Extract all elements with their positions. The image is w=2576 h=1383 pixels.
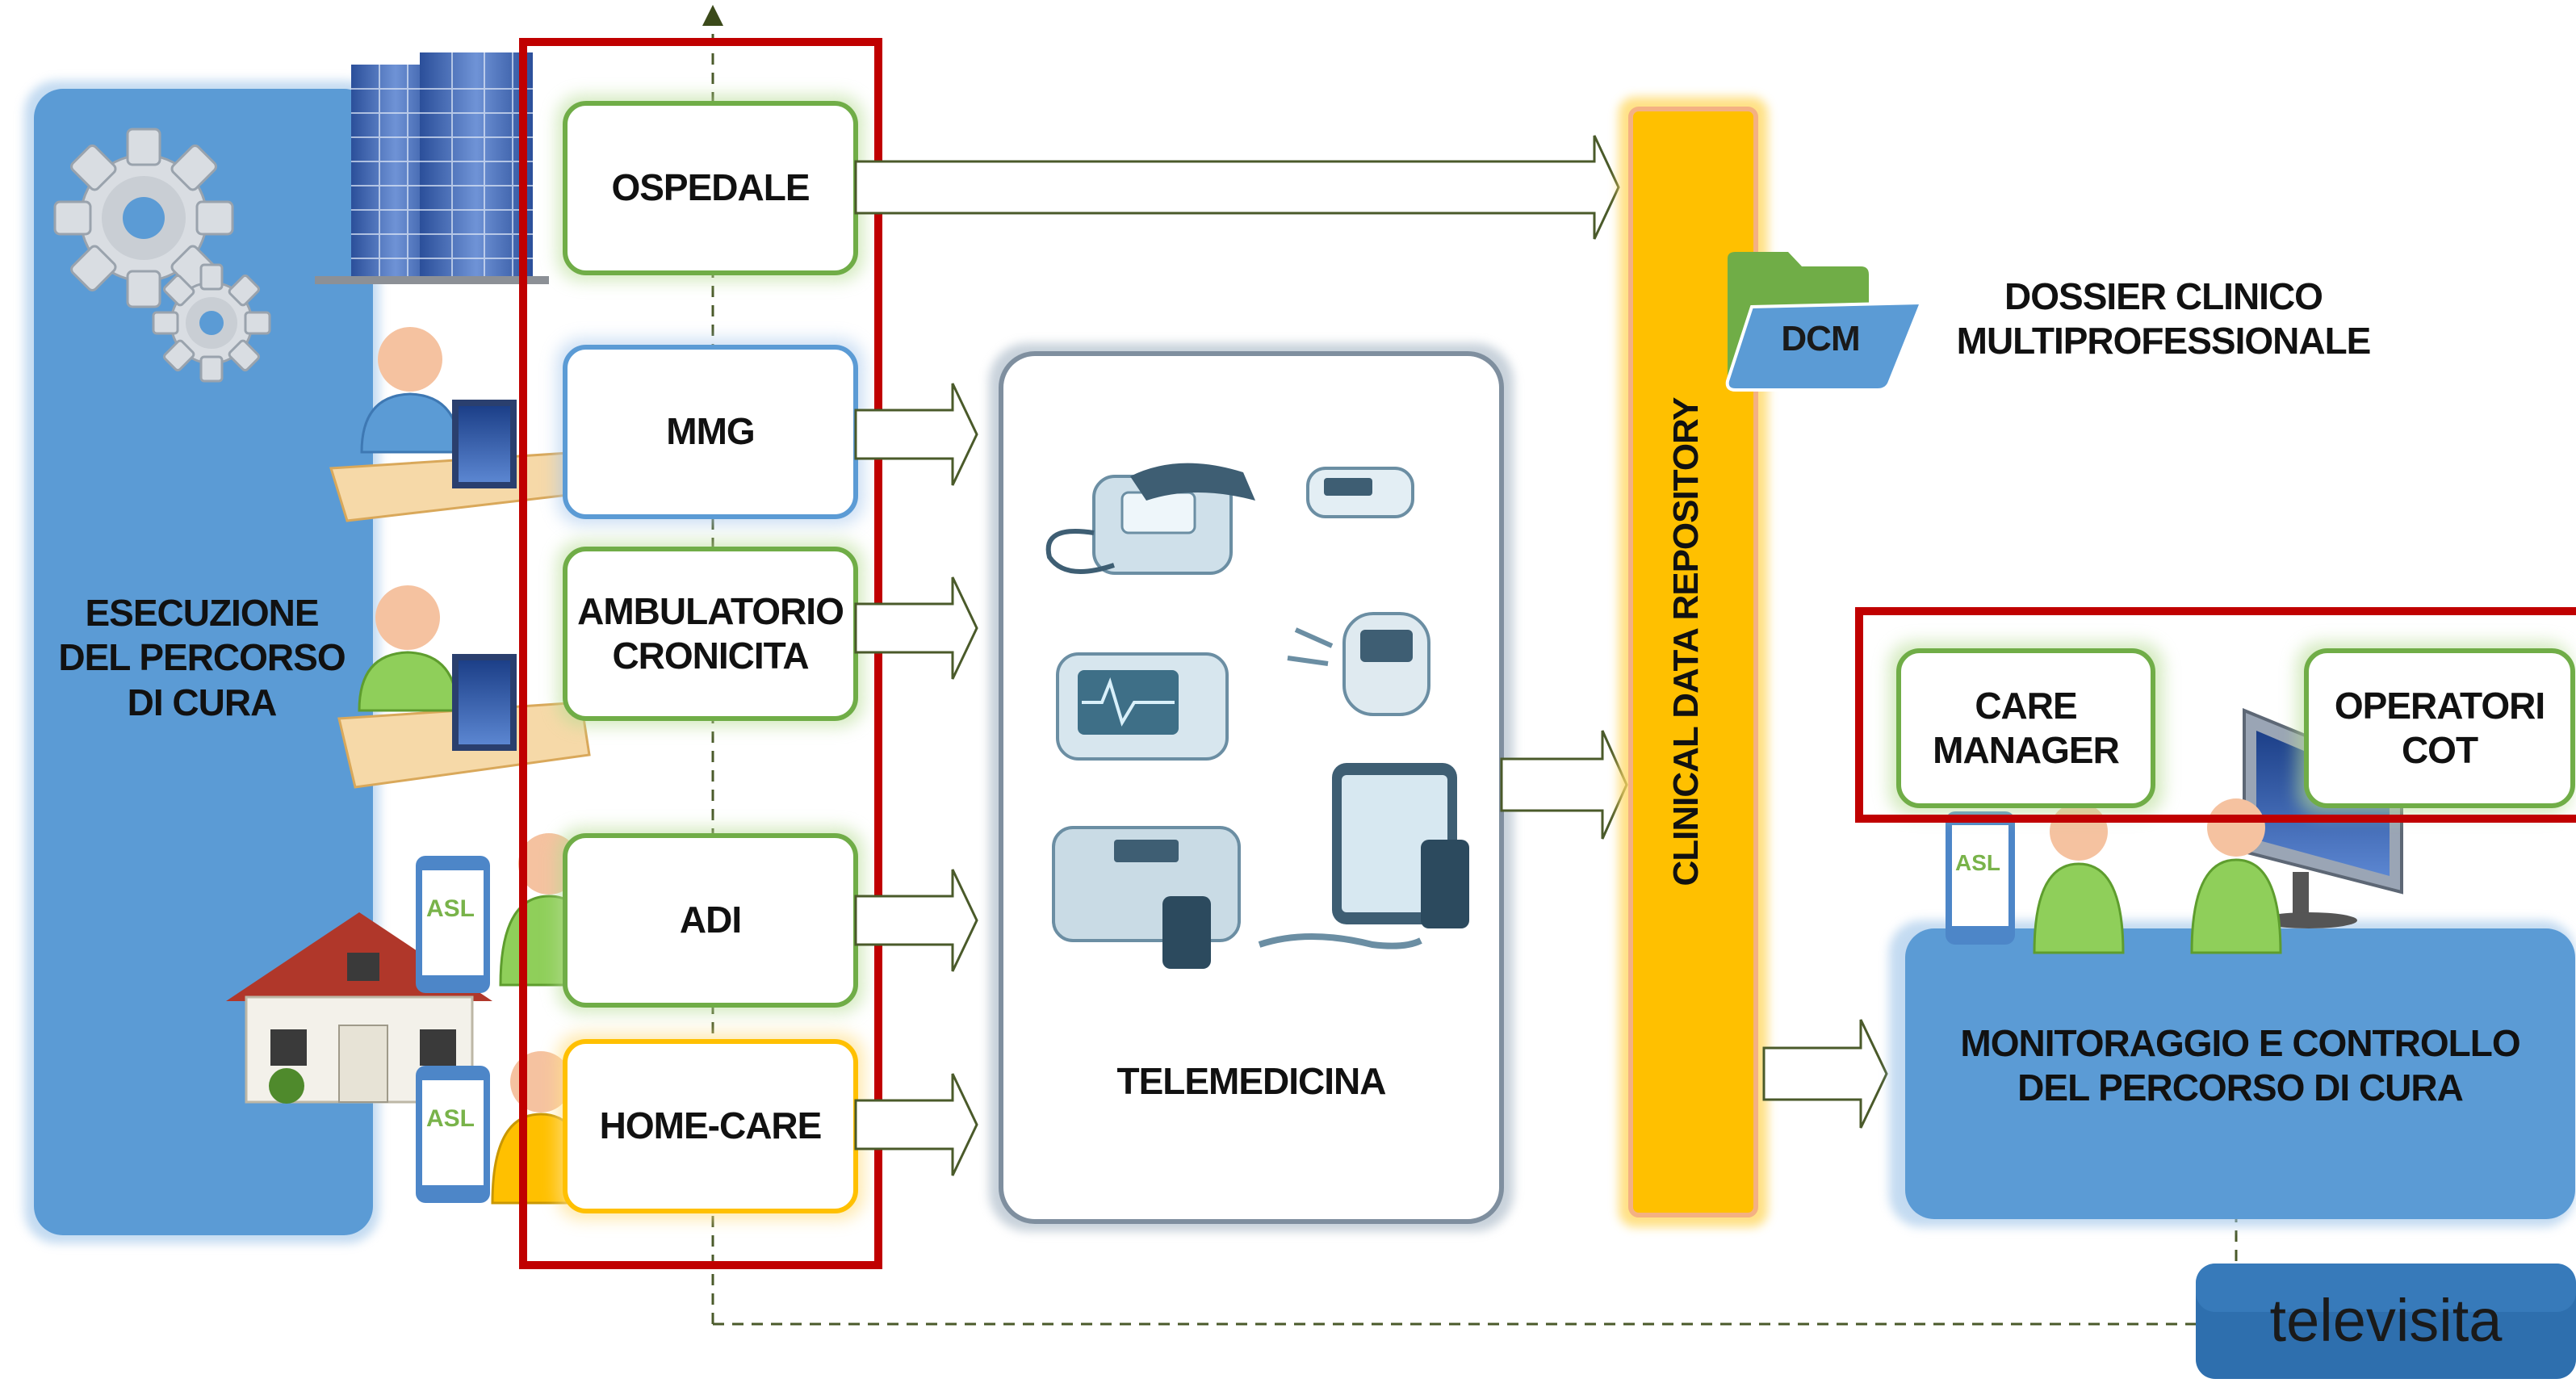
monitoring-panel (1889, 920, 2575, 1227)
arrow-telemedicina-to-repository (1500, 730, 1628, 840)
medical-device-icon (1287, 612, 1430, 716)
provider-label-ospedale: OSPEDALE (611, 166, 810, 209)
smartphone-app-icon: ASL (416, 1066, 490, 1203)
smartphone-app-icon: ASL (1946, 811, 2015, 945)
person-icon (2033, 803, 2125, 954)
person-icon (2190, 798, 2282, 954)
medical-device-icon (1056, 652, 1229, 761)
provider-label-home-care: HOME-CARE (599, 1104, 823, 1147)
telemedicina-label: TELEMEDICINA (1116, 1060, 1387, 1103)
arrow-ospedale-to-repository (854, 135, 1620, 240)
arrow-ambulatorio-to-telemedicina (854, 576, 978, 680)
provider-box-home-care (557, 1033, 864, 1219)
gear-icon (152, 263, 271, 383)
role-box-operatori-cot (2297, 642, 2575, 815)
provider-box-mmg (557, 339, 864, 525)
doctor-workstation-icon (337, 585, 591, 789)
care-manager-label: CARE MANAGER (1933, 684, 2120, 771)
provider-label-ambulatorio: AMBULATORIO CRONICITA (577, 589, 844, 677)
medical-device-icon (1052, 826, 1241, 969)
repository-label: CLINICAL DATA REPOSITORY (1666, 397, 1706, 886)
roles-highlight-frame (1855, 607, 2576, 823)
folder-icon (1725, 252, 1924, 392)
provider-box-ambulatorio (557, 541, 864, 727)
provider-label-mmg: MMG (666, 410, 755, 453)
dcm-folder-label: DCM (1781, 318, 1860, 358)
app-badge-text: ASL (426, 1105, 475, 1132)
arrow-repository-to-monitoring (1762, 1019, 1888, 1129)
arrow-adi-to-telemedicina (854, 869, 978, 972)
dossier-label: DOSSIER CLINICO MULTIPROFESSIONALE (1956, 275, 2372, 362)
provider-box-ospedale (557, 95, 864, 281)
televisita-badge (2196, 1264, 2576, 1379)
left-panel-label: ESECUZIONE DEL PERCORSO DI CURA (58, 592, 346, 723)
app-badge-text: ASL (1955, 850, 2000, 875)
provider-label-adi: ADI (679, 899, 742, 941)
medical-device-icon (1306, 467, 1414, 518)
arrow-home-care-to-telemedicina (854, 1073, 978, 1176)
medical-device-icon (1258, 763, 1469, 949)
left-panel (34, 89, 373, 1235)
provider-box-adi (557, 828, 864, 1013)
medical-device-icon (1045, 463, 1255, 575)
monitoring-label: MONITORAGGIO E CONTROLLO DEL PERCORSO DI… (1960, 1021, 2520, 1108)
up-arrow-head (702, 5, 723, 26)
televisita-label[interactable]: televisita (2269, 1287, 2503, 1355)
app-badge-text: ASL (426, 895, 475, 922)
role-box-care-manager (1889, 642, 2163, 815)
building-icon (315, 52, 549, 284)
smartphone-app-icon: ASL (416, 856, 490, 993)
arrow-mmg-to-telemedicina (854, 383, 978, 486)
operatori-cot-label: OPERATORI COT (2334, 684, 2545, 771)
